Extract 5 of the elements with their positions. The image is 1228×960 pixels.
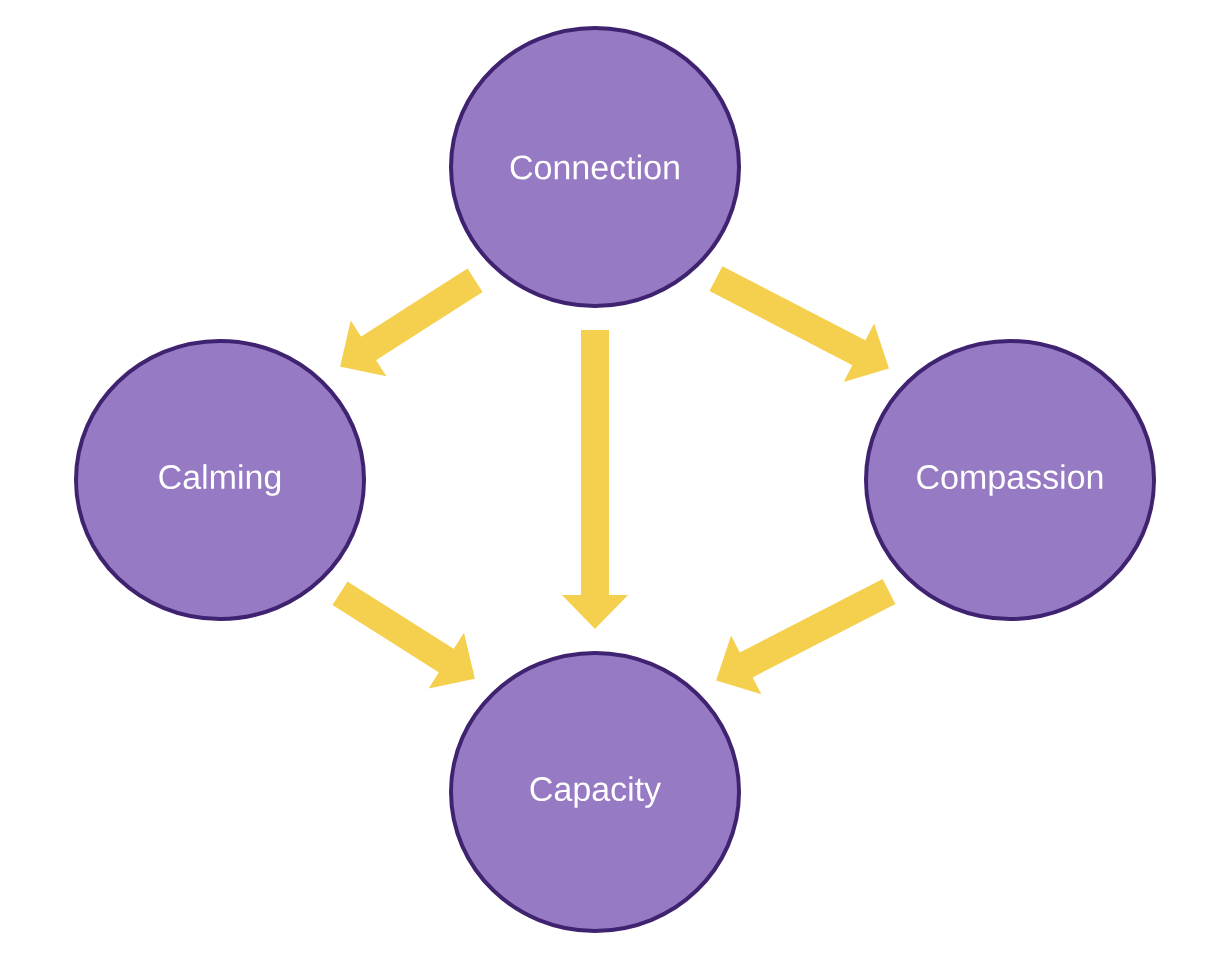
circle-node: Compassion	[864, 339, 1156, 621]
arrow	[340, 268, 483, 377]
circle-node: Capacity	[449, 651, 741, 933]
circle-node: Calming	[74, 339, 366, 621]
circle-node: Connection	[449, 26, 741, 308]
